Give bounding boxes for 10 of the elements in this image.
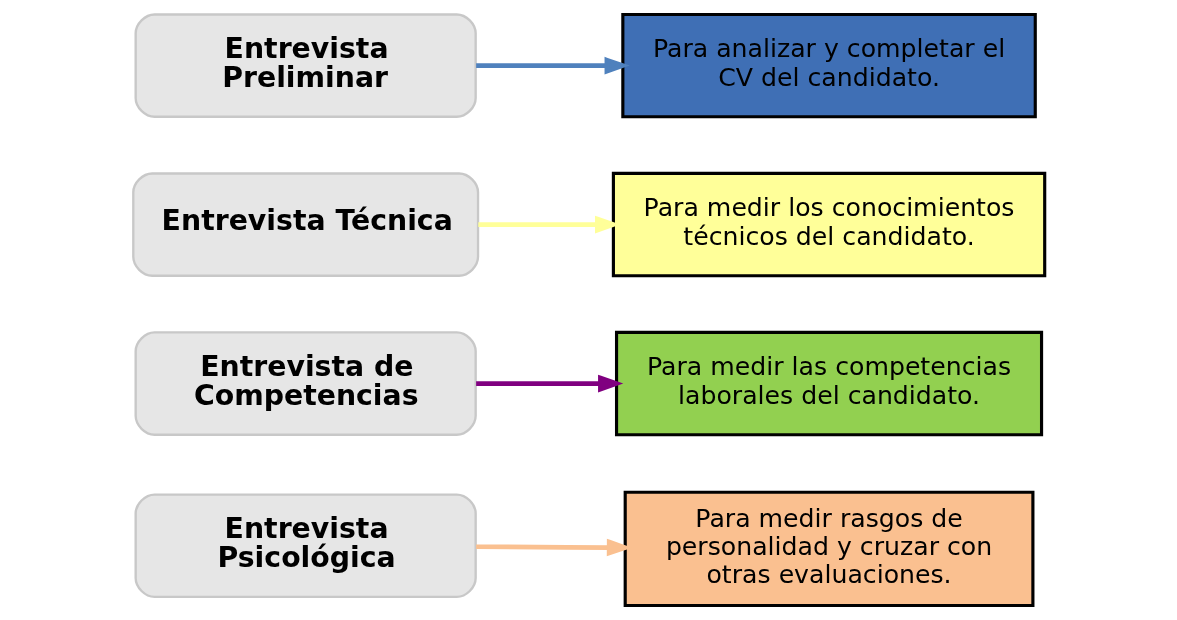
node-box: Para analizar y completar el CV del candidato.	[620, 12, 1037, 119]
node-box: Entrevista Preliminar	[134, 13, 477, 118]
node-box: Para medir las competencias laborales del candidato.	[614, 330, 1043, 437]
node-box: Entrevista Psicológica	[134, 493, 477, 599]
node-box: Entrevista de Competencias	[134, 331, 477, 436]
arrow	[475, 374, 623, 393]
node-box: Para medir rasgos de personalidad y cruzar con otras evaluaciones.	[623, 490, 1034, 608]
node-box: Para medir los conocimientos técnicos del candidato.	[611, 171, 1046, 278]
arrow	[475, 56, 630, 75]
node-box: Entrevista Técnica	[131, 172, 479, 277]
